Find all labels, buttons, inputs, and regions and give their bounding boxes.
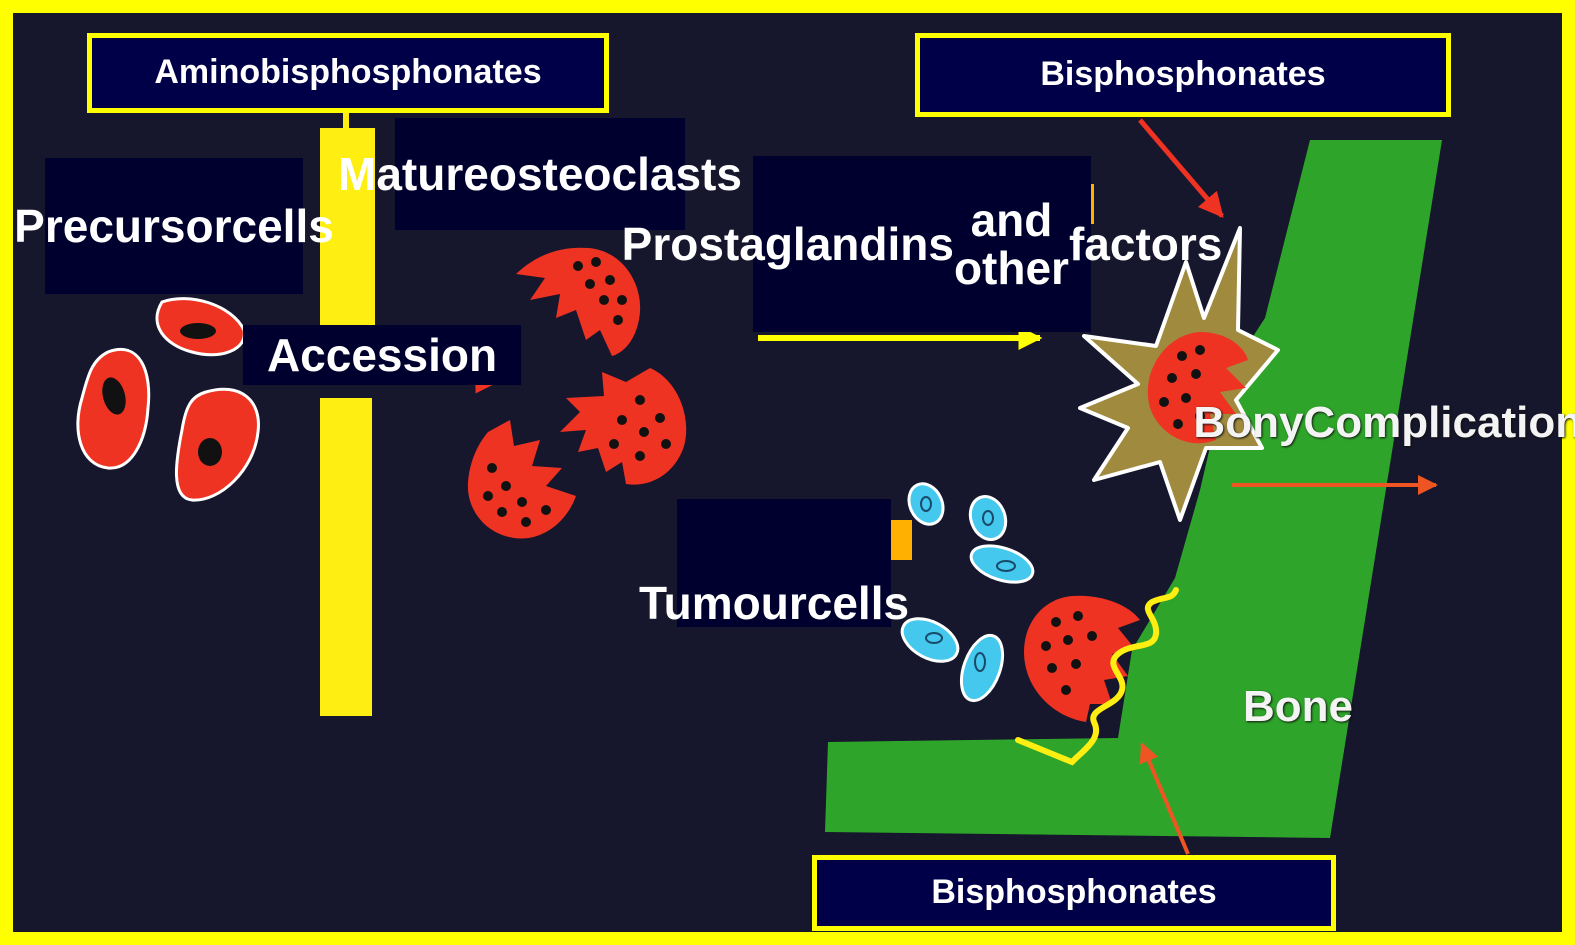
tumour-cells-line1: Tumour <box>639 579 807 627</box>
aminobisphosphonates-label: Aminobisphosphonates <box>87 33 609 113</box>
tumour-cells-label: Tumour cells <box>677 499 891 627</box>
tumour-cell <box>965 492 1012 545</box>
bony-complications-label: Bony Complications <box>1235 363 1565 483</box>
precursor-cells-line2: cells <box>232 202 334 250</box>
prostaglandins-label: Prostaglandins and other factors <box>753 156 1091 332</box>
tumour-marker <box>890 520 912 560</box>
precursor-cells-label: Precursor cells <box>45 158 303 294</box>
bisphosphonates-top-arrow <box>1140 120 1222 216</box>
bony-complications-line2: Complications <box>1303 400 1575 446</box>
accession-text: Accession <box>267 331 497 379</box>
bone-label: Bone <box>1223 677 1373 737</box>
precursor-cell <box>78 349 149 468</box>
bony-complications-line1: Bony <box>1193 400 1303 446</box>
prostaglandins-line2: and other <box>954 196 1069 293</box>
prostaglandins-line1: Prostaglandins <box>622 220 954 268</box>
bisphosphonates-bottom-label: Bisphosphonates <box>812 855 1336 931</box>
tumour-cell <box>953 630 1010 706</box>
tumour-cell <box>967 539 1038 589</box>
mature-osteoclasts-line1: Mature <box>338 150 489 198</box>
precursor-cells-line1: Precursor <box>14 202 231 250</box>
prostaglandins-line3: factors <box>1069 220 1222 268</box>
inhibition-bar-lower <box>320 398 372 716</box>
aminobisphosphonates-text: Aminobisphosphonates <box>154 55 541 91</box>
precursor-cell <box>176 389 258 500</box>
mature-osteoclasts-label: Mature osteoclasts <box>395 118 685 230</box>
bisphosphonates-top-text: Bisphosphonates <box>1040 57 1325 93</box>
precursor-cell <box>157 299 244 355</box>
bone-text: Bone <box>1243 684 1353 730</box>
osteoclast <box>560 368 686 485</box>
osteoclast <box>468 420 576 539</box>
accession-label: Accession <box>243 325 521 385</box>
bisphosphonates-bottom-text: Bisphosphonates <box>931 875 1216 911</box>
tumour-cells-line2: cells <box>807 579 909 627</box>
mature-osteoclasts-line2: osteoclasts <box>489 150 742 198</box>
bisphosphonates-top-label: Bisphosphonates <box>915 33 1451 117</box>
resorbing-osteoclast <box>1024 596 1140 722</box>
